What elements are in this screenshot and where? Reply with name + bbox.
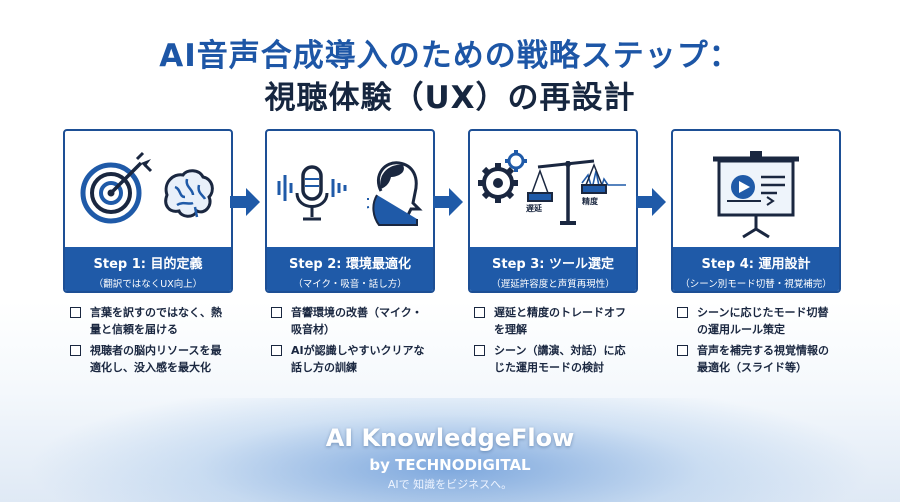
arrow-right-icon bbox=[636, 188, 666, 216]
checkbox-icon bbox=[271, 345, 282, 356]
speaking-person-icon bbox=[367, 161, 423, 226]
step-1-title: Step 1: 目的定義 bbox=[93, 257, 203, 272]
balance-scale-icon bbox=[527, 159, 626, 225]
list-item: 遅延と精度のトレードオフを理解 bbox=[474, 304, 634, 338]
step-1-bullets: 言葉を訳すのではなく、熱量と信頼を届ける 視聴者の脳内リソースを最適化し、没入感… bbox=[70, 304, 230, 380]
step-2-subtitle: （マイク・吸音・話し方） bbox=[293, 279, 407, 290]
list-item: 視聴者の脳内リソースを最適化し、没入感を最大化 bbox=[70, 342, 230, 376]
step-1-icon-area bbox=[65, 131, 231, 245]
step-2-band: Step 2: 環境最適化 （マイク・吸音・話し方） bbox=[267, 247, 433, 291]
list-item: 音声を補完する視覚情報の最適化（スライド等） bbox=[677, 342, 837, 376]
step-2-title: Step 2: 環境最適化 bbox=[289, 257, 411, 272]
brand-name: AI KnowledgeFlow bbox=[325, 424, 575, 452]
step-4-card: Step 4: 運用設計 （シーン別モード切替・視覚補完） bbox=[671, 129, 841, 293]
scale-label-accuracy: 精度 bbox=[582, 197, 598, 206]
checkbox-icon bbox=[677, 307, 688, 318]
step-1-band: Step 1: 目的定義 （翻訳ではなくUX向上） bbox=[65, 247, 231, 291]
brain-icon bbox=[164, 169, 214, 218]
checkbox-icon bbox=[474, 307, 485, 318]
microphone-icon bbox=[277, 165, 347, 221]
step-4-icon-area bbox=[673, 131, 839, 245]
list-item: シーンに応じたモード切替の運用ルール策定 bbox=[677, 304, 837, 338]
step-4-band: Step 4: 運用設計 （シーン別モード切替・視覚補完） bbox=[673, 247, 839, 291]
brand-tagline: AIで 知識をビジネスへ。 bbox=[387, 478, 513, 491]
gears-icon bbox=[478, 150, 527, 203]
step-2-card: Step 2: 環境最適化 （マイク・吸音・話し方） bbox=[265, 129, 435, 293]
step-3-card: 遅延 精度 Step 3: ツール選定 （遅延許容度と声質再現性） bbox=[468, 129, 638, 293]
step-1-card: Step 1: 目的定義 （翻訳ではなくUX向上） bbox=[63, 129, 233, 293]
target-icon bbox=[80, 151, 153, 224]
list-item: 音響環境の改善（マイク・吸音材） bbox=[271, 304, 431, 338]
step-4-subtitle: （シーン別モード切替・視覚補完） bbox=[680, 279, 832, 290]
page-title-line2: 視聴体験（UX）の再設計 bbox=[264, 80, 636, 116]
list-item: 言葉を訳すのではなく、熱量と信頼を届ける bbox=[70, 304, 230, 338]
step-3-subtitle: （遅延許容度と声質再現性） bbox=[491, 279, 615, 290]
step-4-title: Step 4: 運用設計 bbox=[701, 257, 811, 272]
step-3-title: Step 3: ツール選定 bbox=[492, 257, 614, 272]
presentation-screen-icon bbox=[713, 151, 799, 239]
checkbox-icon bbox=[271, 307, 282, 318]
step-2-bullets: 音響環境の改善（マイク・吸音材） AIが認識しやすいクリアな話し方の訓練 bbox=[271, 304, 431, 380]
scale-label-latency: 遅延 bbox=[526, 204, 542, 213]
step-3-icon-area: 遅延 精度 bbox=[470, 131, 636, 245]
step-3-bullets: 遅延と精度のトレードオフを理解 シーン（講演、対話）に応じた運用モードの検討 bbox=[474, 304, 634, 380]
list-item: AIが認識しやすいクリアな話し方の訓練 bbox=[271, 342, 431, 376]
arrow-right-icon bbox=[433, 188, 463, 216]
checkbox-icon bbox=[474, 345, 485, 356]
step-4-bullets: シーンに応じたモード切替の運用ルール策定 音声を補完する視覚情報の最適化（スライ… bbox=[677, 304, 837, 380]
checkbox-icon bbox=[677, 345, 688, 356]
brand-byline: by TECHNODIGITAL bbox=[369, 456, 531, 474]
checkbox-icon bbox=[70, 345, 81, 356]
page-title-line1: AI音声合成導入のための戦略ステップ： bbox=[159, 38, 741, 74]
checkbox-icon bbox=[70, 307, 81, 318]
arrow-right-icon bbox=[230, 188, 260, 216]
step-2-icon-area bbox=[267, 131, 433, 245]
list-item: シーン（講演、対話）に応じた運用モードの検討 bbox=[474, 342, 634, 376]
footer-background bbox=[0, 398, 900, 502]
step-1-subtitle: （翻訳ではなくUX向上） bbox=[93, 279, 203, 290]
step-3-band: Step 3: ツール選定 （遅延許容度と声質再現性） bbox=[470, 247, 636, 291]
